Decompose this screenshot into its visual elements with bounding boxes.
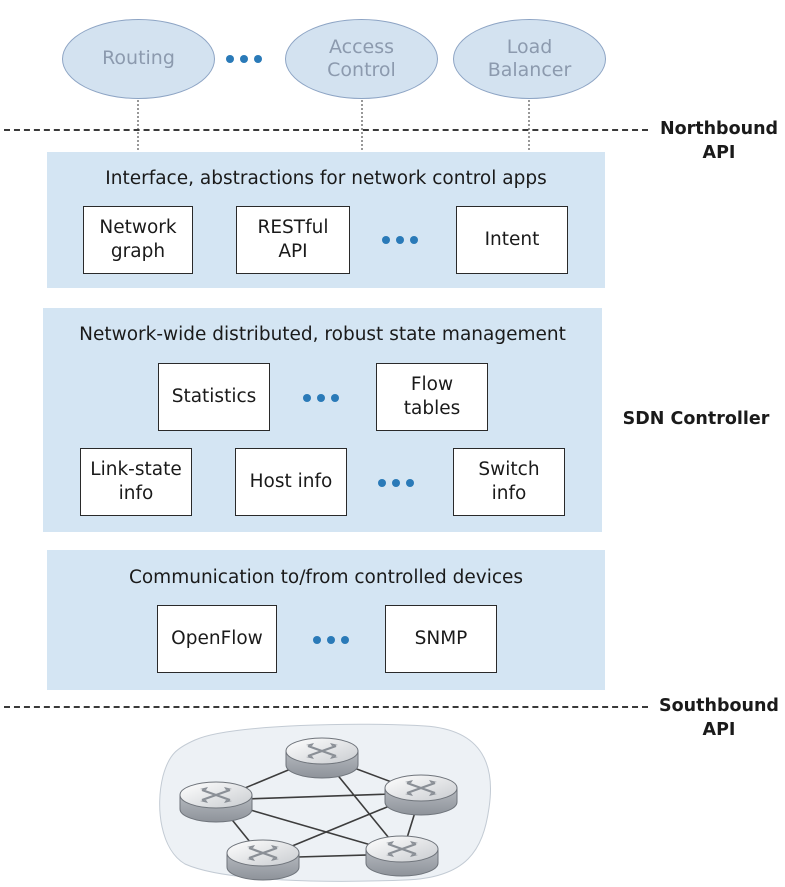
snmp-box: SNMP bbox=[385, 605, 497, 673]
routing-app-oval: Routing bbox=[62, 19, 215, 99]
access-control-app-oval: Access Control bbox=[285, 19, 438, 99]
restful-api-box: RESTful API bbox=[236, 206, 350, 274]
southbound-dashed-line bbox=[4, 706, 648, 708]
link-state-info-box: Link-state info bbox=[80, 448, 192, 516]
app-connector-lines bbox=[137, 100, 530, 152]
interface-layer: Interface, abstractions for network cont… bbox=[47, 152, 605, 288]
intent-box: Intent bbox=[456, 206, 568, 274]
openflow-box: OpenFlow bbox=[157, 605, 277, 673]
sdn-controller-label: SDN Controller bbox=[622, 409, 770, 429]
network-graph-box: Network graph bbox=[83, 206, 193, 274]
router-bottom-right bbox=[364, 834, 440, 878]
load-balancer-app-oval: Load Balancer bbox=[453, 19, 606, 99]
statistics-box: Statistics bbox=[158, 363, 270, 431]
northbound-dashed-line bbox=[4, 129, 648, 131]
state-management-layer: Network-wide distributed, robust state m… bbox=[43, 308, 602, 532]
access-control-app-label: Access Control bbox=[327, 35, 396, 81]
load-balancer-app-label: Load Balancer bbox=[487, 35, 572, 81]
state-row1-ellipsis-dots bbox=[303, 394, 339, 402]
router-top bbox=[284, 736, 360, 780]
northbound-api-label: Northbound API bbox=[659, 119, 779, 163]
southbound-api-label: Southbound API bbox=[659, 696, 779, 740]
interface-ellipsis-dots bbox=[382, 236, 418, 244]
interface-layer-title: Interface, abstractions for network cont… bbox=[105, 168, 547, 189]
communication-ellipsis-dots bbox=[313, 636, 349, 644]
state-layer-title: Network-wide distributed, robust state m… bbox=[79, 324, 566, 345]
flow-tables-box: Flow tables bbox=[376, 363, 488, 431]
switch-info-box: Switch info bbox=[453, 448, 565, 516]
router-right bbox=[383, 773, 459, 817]
communication-layer-title: Communication to/from controlled devices bbox=[128, 567, 524, 588]
host-info-box: Host info bbox=[235, 448, 347, 516]
network-devices-cloud bbox=[159, 723, 492, 882]
routing-app-label: Routing bbox=[102, 47, 175, 70]
state-row2-ellipsis-dots bbox=[378, 479, 414, 487]
router-bottom-left bbox=[225, 838, 301, 882]
app-ellipsis-dots bbox=[226, 55, 262, 63]
router-left bbox=[178, 780, 254, 824]
communication-layer: Communication to/from controlled devices… bbox=[47, 550, 605, 690]
